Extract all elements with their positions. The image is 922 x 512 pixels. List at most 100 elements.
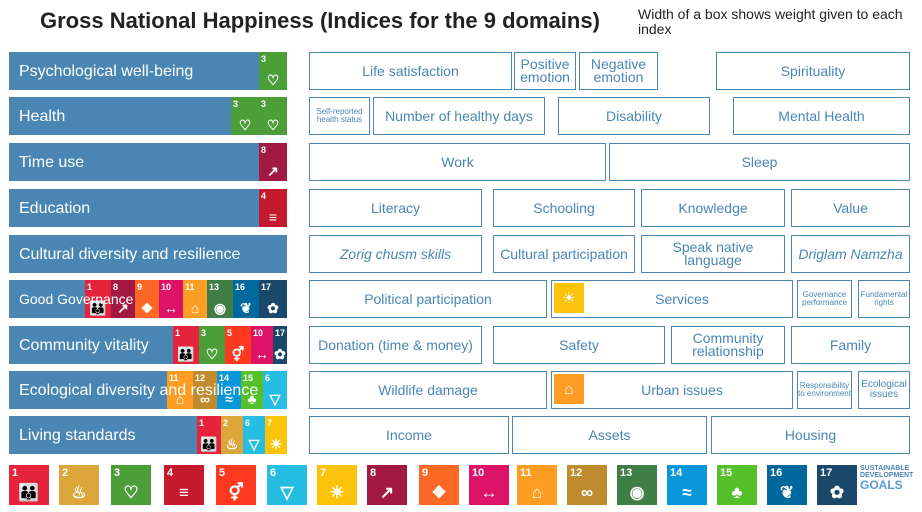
sdg-16-dove-icon: 16❦ — [767, 465, 807, 505]
heartbeat-icon: 3♡ — [259, 97, 287, 135]
cubes-icon: 9❖ — [135, 280, 159, 318]
index-label: Political participation — [364, 290, 492, 307]
index-housing: Housing — [711, 416, 910, 454]
index-label: Work — [441, 153, 474, 170]
sun-icon: ☀ — [554, 283, 584, 313]
index-mental-health: Mental Health — [733, 97, 910, 135]
index-disability: Disability — [558, 97, 710, 135]
index-label: Community relationship — [692, 330, 764, 359]
index-label: Urban issues — [641, 381, 723, 398]
index-self-reported-health-status: Self-reported health status — [309, 97, 370, 135]
equality-icon: 10↔ — [251, 326, 273, 364]
domain-sdg-icons: 1👪3♡5⚥10↔17✿ — [173, 326, 287, 364]
sdg-9-cubes-icon: 9❖ — [419, 465, 459, 505]
sdg-2-bowl-icon: 2♨ — [59, 465, 99, 505]
index-political-participation: Political participation — [309, 280, 547, 318]
sdg-15-tree-icon: 15♣ — [717, 465, 757, 505]
index-label: Donation (time & money) — [318, 336, 473, 353]
sdg-goals-logo: SUSTAINABLE DEVELOPMENT GOALS — [860, 465, 914, 492]
domain-sdg-icons: 3♡ — [259, 52, 287, 90]
domain-sdg-icons: 8↗ — [259, 143, 287, 181]
city-icon: 11⌂ — [183, 280, 207, 318]
index-safety: Safety — [493, 326, 665, 364]
index-label: Responsibility to environment — [798, 381, 851, 398]
index-life-satisfaction: Life satisfaction — [309, 52, 512, 90]
sdg-14-fish-icon: 14≈ — [667, 465, 707, 505]
index-label: Governance performance — [802, 290, 847, 307]
index-label: Wildlife damage — [378, 381, 478, 398]
index-label: Self-reported health status — [316, 107, 363, 124]
domain-label: Education — [19, 199, 91, 217]
index-family: Family — [791, 326, 910, 364]
index-negative-emotion: Negative emotion — [579, 52, 658, 90]
index-label: Negative emotion — [590, 56, 647, 85]
index-label: Safety — [559, 336, 599, 353]
index-knowledge: Knowledge — [641, 189, 785, 227]
heartbeat-icon: 3♡ — [259, 52, 287, 90]
city-icon: ⌂ — [554, 374, 584, 404]
index-label: Value — [833, 199, 868, 216]
index-label: Sleep — [741, 153, 778, 170]
domain-label: Community vitality — [19, 336, 149, 354]
index-label: Disability — [605, 107, 662, 124]
index-assets: Assets — [512, 416, 707, 454]
index-spirituality: Spirituality — [716, 52, 910, 90]
index-work: Work — [309, 143, 606, 181]
heartbeat-icon: 3♡ — [199, 326, 225, 364]
index-label: Ecological issues — [861, 379, 907, 400]
water-icon: 6▽ — [263, 371, 287, 409]
equality-icon: 10↔ — [159, 280, 183, 318]
index-fundamental-rights: Fundamental rights — [858, 280, 910, 318]
index-label: Housing — [784, 426, 837, 443]
sdg-4-book-icon: 4≡ — [164, 465, 204, 505]
index-value: Value — [791, 189, 910, 227]
index-label: Assets — [588, 426, 631, 443]
sdg-3-heartbeat-icon: 3♡ — [111, 465, 151, 505]
index-label: Life satisfaction — [362, 62, 459, 79]
index-label: Mental Health — [778, 107, 865, 124]
index-income: Income — [309, 416, 509, 454]
infinity-icon: 12∞ — [193, 371, 217, 409]
index-driglam-namzha: Driglam Namzha — [791, 235, 910, 273]
domain-sdg-icons: 3♡3♡ — [231, 97, 287, 135]
flower-icon: 17✿ — [259, 280, 287, 318]
domain-label: Psychological well-being — [19, 62, 194, 80]
index-literacy: Literacy — [309, 189, 482, 227]
domain-community-vitality: Community vitality 1👪3♡5⚥10↔17✿ — [9, 326, 287, 364]
index-responsibility-to-environment: Responsibility to environment — [797, 371, 852, 409]
index-label: Number of healthy days — [385, 107, 533, 124]
domain-sdg-icons: 4≡ — [259, 189, 287, 227]
index-wildlife-damage: Wildlife damage — [309, 371, 547, 409]
domain-psychological-well-being: Psychological well-being 3♡ — [9, 52, 287, 90]
sdg-10-equality-icon: 10↔ — [469, 465, 509, 505]
sdg-5-gender-icon: 5⚥ — [216, 465, 256, 505]
index-label: Spirituality — [780, 62, 846, 79]
family-icon: 1👪 — [173, 326, 199, 364]
sdg-7-sun-icon: 7☀ — [317, 465, 357, 505]
index-label: Schooling — [533, 199, 595, 216]
index-label: Fundamental rights — [860, 290, 908, 307]
tree-icon: 15♣ — [241, 371, 263, 409]
domain-cultural-diversity-and-resilience: Cultural diversity and resilience — [9, 235, 287, 273]
index-label: Positive emotion — [520, 56, 570, 85]
sun-icon: 7☀ — [265, 416, 287, 454]
eye-globe-icon: 13◉ — [207, 280, 233, 318]
bowl-icon: 2♨ — [221, 416, 243, 454]
page-title: Gross National Happiness (Indices for th… — [40, 8, 600, 33]
city-icon: 11⌂ — [167, 371, 193, 409]
index-positive-emotion: Positive emotion — [514, 52, 576, 90]
index-number-of-healthy-days: Number of healthy days — [373, 97, 545, 135]
domain-label: Good Governance — [19, 290, 134, 307]
domain-label: Living standards — [19, 426, 136, 444]
growth-chart-icon: 8↗ — [111, 280, 135, 318]
domain-sdg-icons: 11⌂12∞14≈15♣6▽ — [167, 371, 287, 409]
domain-sdg-icons: 1👪2♨6▽7☀ — [197, 416, 287, 454]
sdg-6-water-icon: 6▽ — [267, 465, 307, 505]
domain-label: Cultural diversity and resilience — [19, 245, 241, 263]
heartbeat-icon: 3♡ — [231, 97, 259, 135]
index-label: Family — [829, 336, 872, 353]
